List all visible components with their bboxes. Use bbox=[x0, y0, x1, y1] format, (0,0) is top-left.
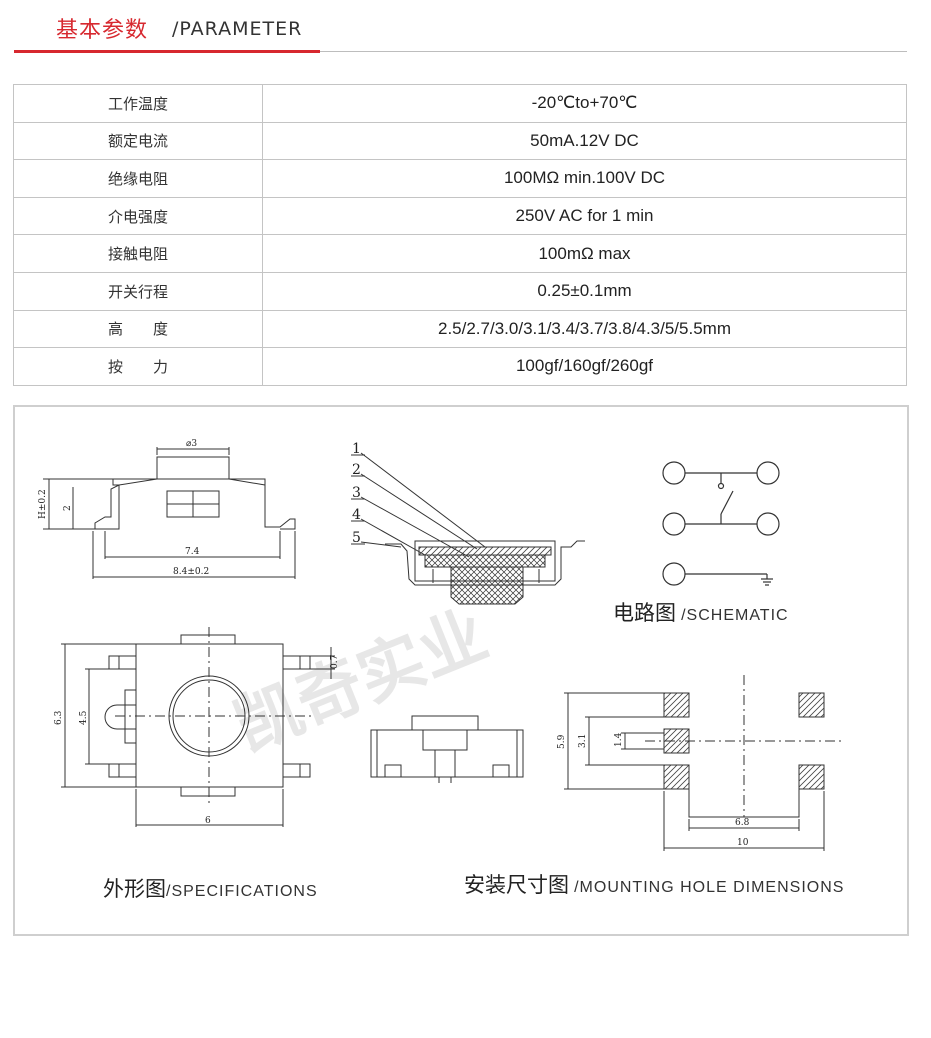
dim-width-68: 6.8 bbox=[735, 818, 750, 828]
dim-height-59: 5.9 bbox=[557, 734, 567, 749]
param-label: 工作温度 bbox=[13, 84, 263, 123]
caption-mount-en: /MOUNTING HOLE DIMENSIONS bbox=[574, 879, 845, 896]
section-label-4: 4 bbox=[352, 507, 361, 523]
caption-schematic-cn: 电路图 bbox=[613, 601, 676, 625]
section-header: 基本参数 /PARAMETER bbox=[0, 0, 931, 60]
caption-mount-cn: 安装尺寸图 bbox=[464, 873, 569, 897]
dim-width-6: 6 bbox=[205, 816, 211, 826]
section-label-1: 1 bbox=[352, 441, 361, 457]
param-value: 100mΩ max bbox=[262, 234, 907, 273]
param-value: 50mA.12V DC bbox=[262, 121, 907, 161]
watermark-text: 凯奇实业 bbox=[224, 596, 498, 766]
header-accent-bar bbox=[14, 50, 320, 53]
dim-width-10: 10 bbox=[737, 838, 749, 848]
caption-schematic: 电路图 /SCHEMATIC bbox=[613, 597, 789, 627]
top-view-drawing: 6.3 4.5 6 0.7 bbox=[54, 627, 340, 827]
param-value: 100MΩ min.100V DC bbox=[262, 159, 907, 198]
param-value: 2.5/2.7/3.0/3.1/3.4/3.7/3.8/4.3/5/5.5mm bbox=[262, 309, 907, 349]
dim-width-84: 8.4±0.2 bbox=[173, 567, 209, 577]
param-label: 接触电阻 bbox=[13, 234, 263, 273]
side-view-drawing: ⌀3 H±0.2 2 7.4 8.4±0.2 bbox=[38, 439, 296, 579]
caption-spec-cn: 外形图 bbox=[103, 877, 166, 901]
table-row: 工作温度-20℃to+70℃ bbox=[13, 84, 907, 123]
param-label: 介电强度 bbox=[13, 196, 263, 236]
dim-height-tol: H±0.2 bbox=[38, 489, 48, 519]
section-label-3: 3 bbox=[352, 485, 361, 501]
section-view-drawing: 1 2 3 4 5 bbox=[351, 441, 585, 605]
caption-specifications: 外形图/SPECIFICATIONS bbox=[103, 873, 318, 903]
caption-schematic-en: /SCHEMATIC bbox=[681, 607, 789, 624]
param-value: 0.25±0.1mm bbox=[262, 271, 907, 311]
mounting-hole-drawing: 5.9 3.1 1.4 6.8 10 bbox=[557, 675, 845, 851]
header-title-en: /PARAMETER bbox=[172, 18, 303, 40]
param-value: -20℃to+70℃ bbox=[262, 84, 907, 123]
caption-spec-en: /SPECIFICATIONS bbox=[166, 883, 318, 900]
param-label: 开关行程 bbox=[13, 271, 263, 311]
header-title-cn: 基本参数 bbox=[56, 18, 149, 43]
dim-width-74: 7.4 bbox=[185, 547, 200, 557]
param-label: 高 度 bbox=[13, 309, 263, 349]
param-value: 100gf/160gf/260gf bbox=[262, 347, 907, 386]
technical-drawings: 凯奇实业 ⌀3 H±0.2 2 7.4 8.4±0.2 bbox=[38, 439, 845, 851]
param-label: 绝缘电阻 bbox=[13, 159, 263, 198]
schematic-drawing bbox=[662, 461, 780, 586]
dim-height-63: 6.3 bbox=[54, 710, 64, 725]
dim-height-14: 1.4 bbox=[614, 732, 624, 747]
dim-height-31: 3.1 bbox=[578, 734, 588, 748]
section-label-5: 5 bbox=[352, 530, 361, 546]
param-label: 额定电流 bbox=[13, 121, 263, 161]
dim-diameter: ⌀3 bbox=[186, 439, 197, 449]
caption-mounting: 安装尺寸图 /MOUNTING HOLE DIMENSIONS bbox=[464, 869, 844, 899]
dim-pitch-07: 0.7 bbox=[330, 654, 340, 669]
header-divider bbox=[14, 51, 907, 52]
front-view-drawing bbox=[370, 715, 524, 783]
param-label: 按 力 bbox=[13, 347, 263, 386]
dim-height-45: 4.5 bbox=[79, 710, 89, 725]
param-value: 250V AC for 1 min bbox=[262, 196, 907, 236]
dim-height-2: 2 bbox=[63, 505, 73, 511]
technical-drawings-panel: 凯奇实业 ⌀3 H±0.2 2 7.4 8.4±0.2 bbox=[13, 405, 909, 936]
section-label-2: 2 bbox=[352, 462, 361, 478]
